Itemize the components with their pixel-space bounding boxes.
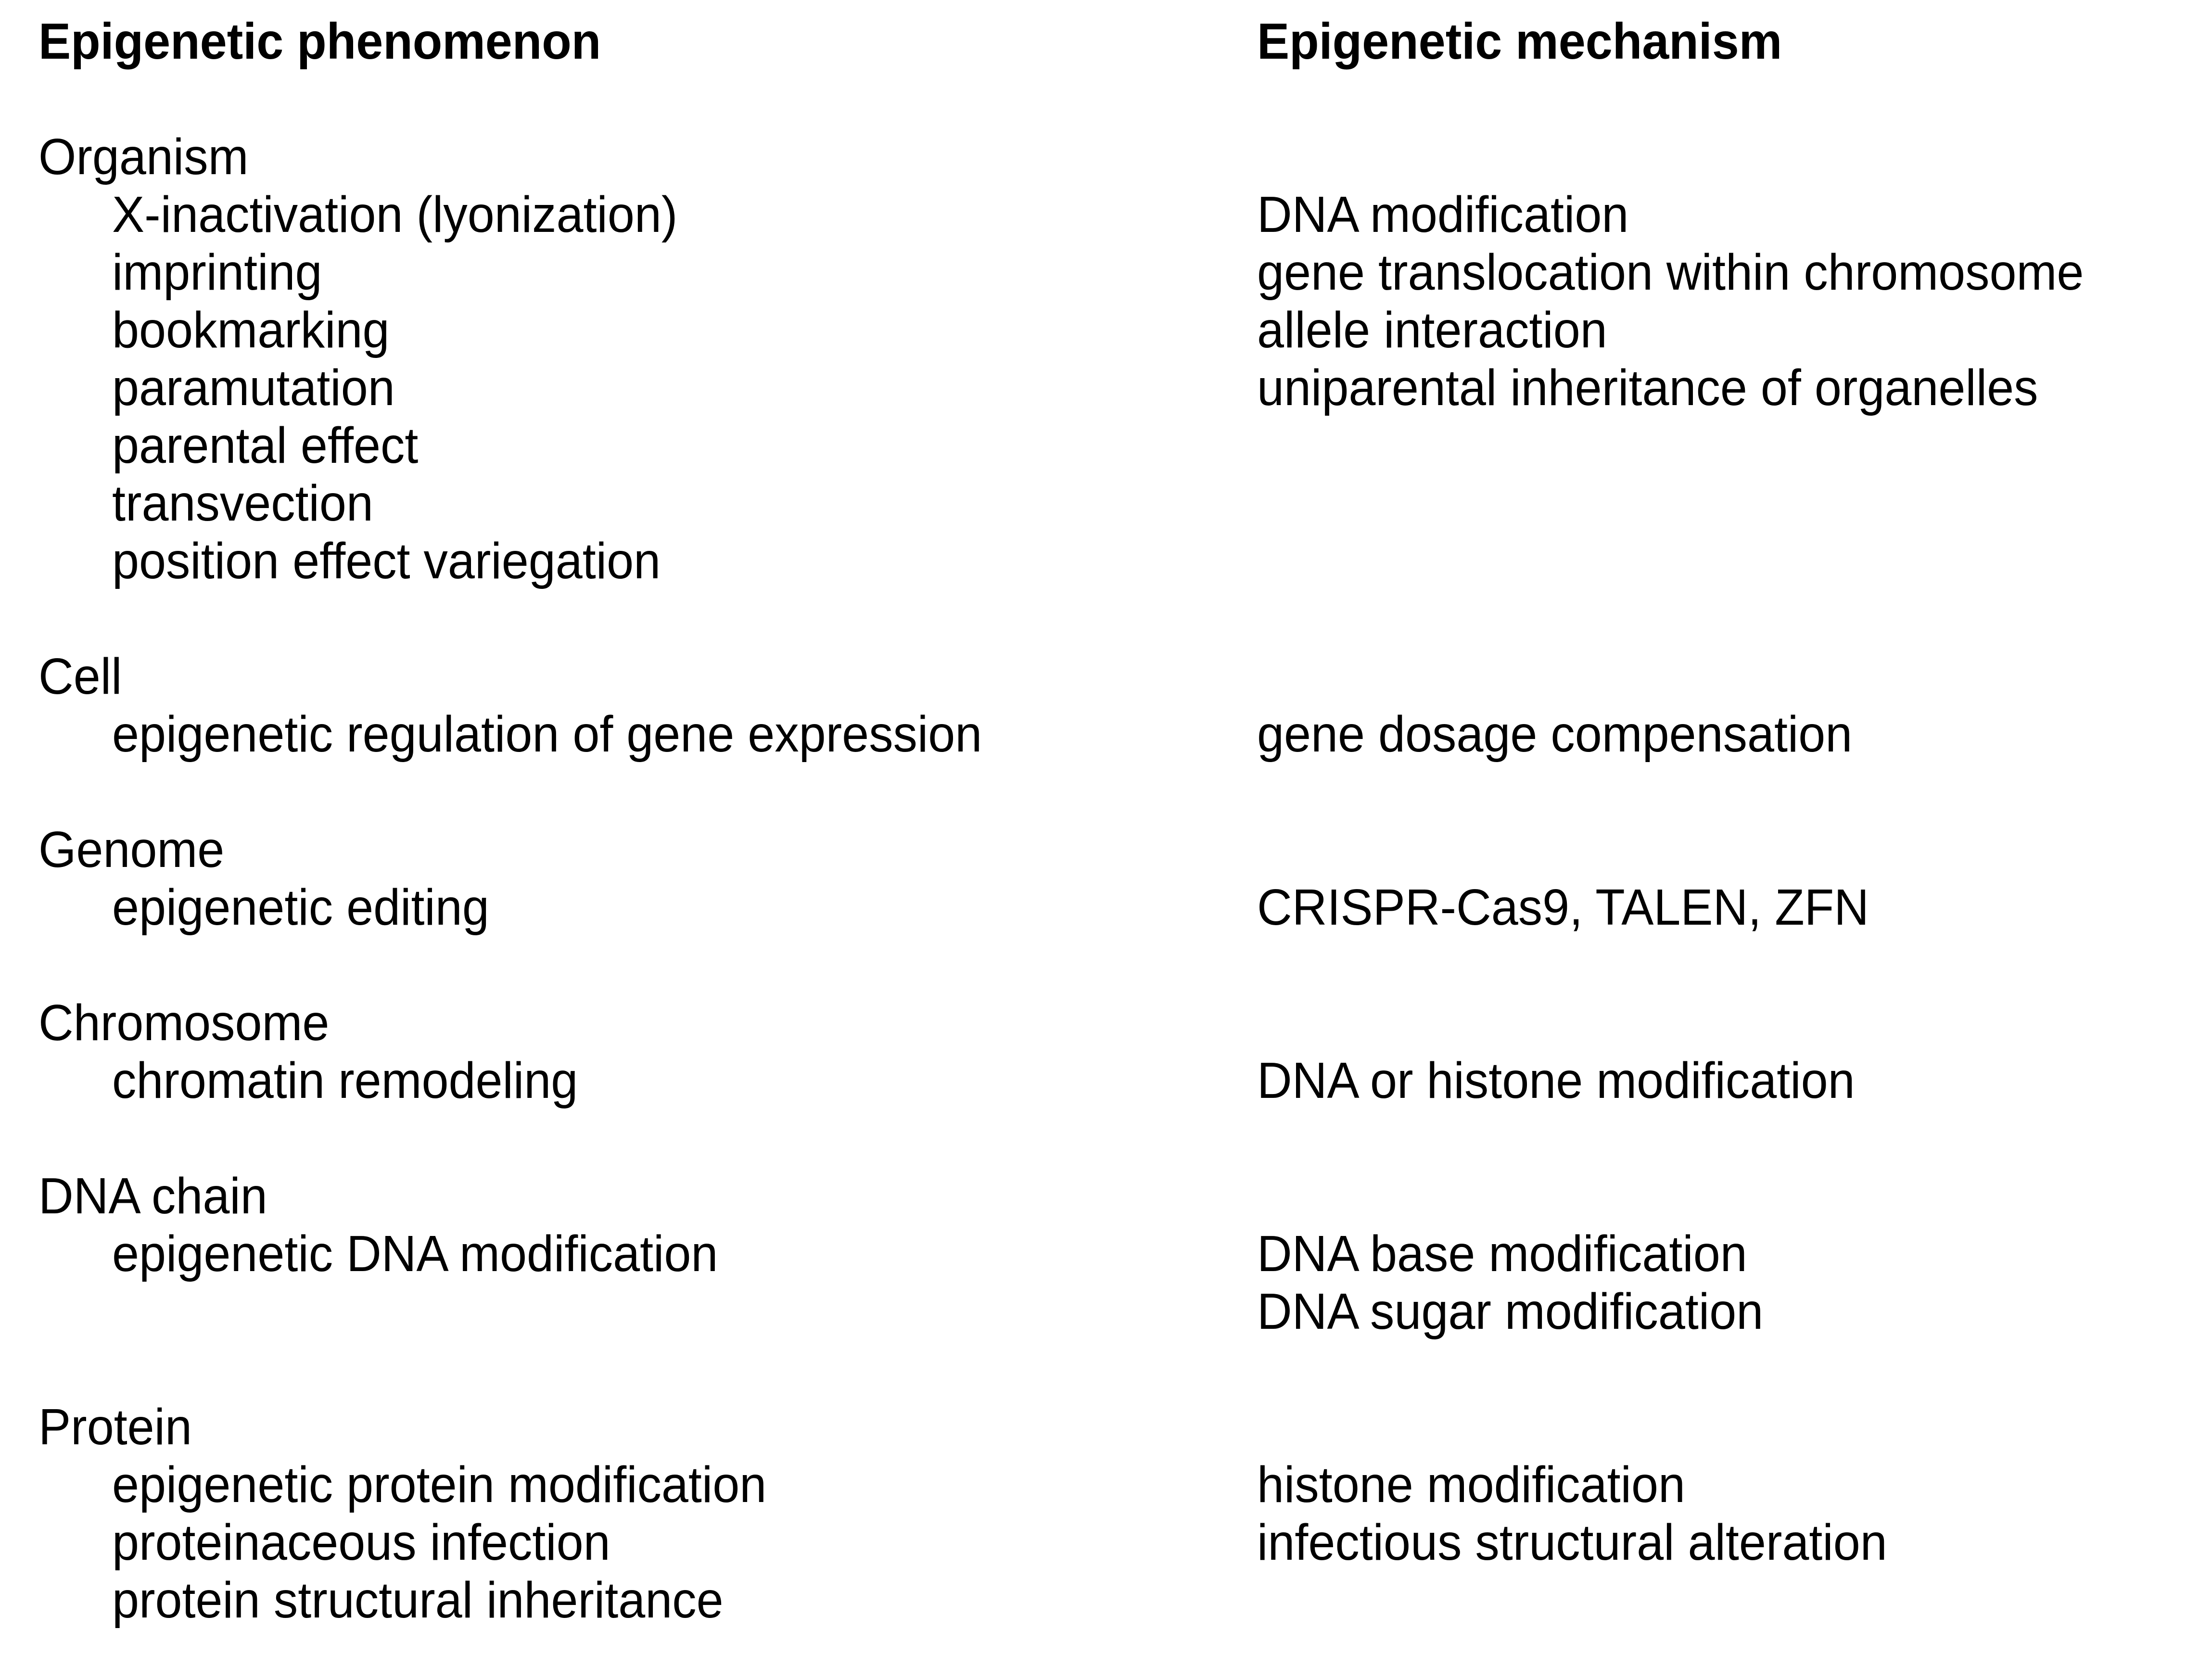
- table-row: Protein: [0, 1398, 2212, 1456]
- phenomenon-item-label: X-inactivation (lyonization): [112, 186, 678, 243]
- table-row: Chromosome: [0, 994, 2212, 1052]
- phenomenon-item: paramutation: [112, 359, 410, 417]
- phenomenon-item: protein structural inheritance: [112, 1571, 755, 1629]
- phenomenon-item-label: protein structural inheritance: [112, 1572, 724, 1629]
- table-row: proteinaceous infection infectious struct…: [0, 1514, 2212, 1571]
- mechanism-item-label: histone modification: [1257, 1456, 1686, 1513]
- phenomenon-category: DNA chain: [38, 1167, 280, 1225]
- phenomenon-category-label: Organism: [38, 128, 249, 185]
- mechanism-item: allele interaction: [1257, 301, 1626, 359]
- table-row: transvection: [0, 474, 2212, 532]
- phenomenon-item-label: epigenetic regulation of gene expression: [112, 706, 982, 763]
- mechanism-item: DNA or histone modification: [1257, 1052, 1886, 1109]
- phenomenon-item-label: parental effect: [112, 417, 419, 474]
- column-header-phenomenon-label: Epigenetic phenomenon: [38, 13, 601, 70]
- phenomenon-category: Genome: [38, 821, 234, 878]
- phenomenon-item: epigenetic regulation of gene expression: [112, 705, 1028, 763]
- phenomenon-item-label: bookmarking: [112, 302, 390, 358]
- phenomenon-item-label: imprinting: [112, 244, 322, 301]
- phenomenon-category-label: Protein: [38, 1399, 192, 1455]
- table-row: epigenetic editing CRISPR-Cas9, TALEN, ZF…: [0, 878, 2212, 936]
- phenomenon-category: Protein: [38, 1398, 200, 1456]
- table-row: parental effect: [0, 417, 2212, 474]
- phenomenon-item-label: epigenetic editing: [112, 879, 489, 936]
- table-row: imprinting gene translocation within chro…: [0, 243, 2212, 301]
- phenomenon-item: imprinting: [112, 243, 333, 301]
- phenomenon-item-label: chromatin remodeling: [112, 1052, 578, 1109]
- mechanism-item-label: DNA base modification: [1257, 1225, 1747, 1282]
- phenomenon-item-label: epigenetic DNA modification: [112, 1225, 718, 1282]
- mechanism-item-label: DNA sugar modification: [1257, 1283, 1764, 1340]
- table-row: Cell: [0, 648, 2212, 705]
- phenomenon-item: transvection: [112, 474, 387, 532]
- table-row: epigenetic DNA modification DNA base modi…: [0, 1225, 2212, 1283]
- mechanism-item: CRISPR-Cas9, TALEN, ZFN: [1257, 878, 1901, 936]
- mechanism-item: histone modification: [1257, 1456, 1708, 1514]
- table-row: paramutation uniparental inheritance of o…: [0, 359, 2212, 417]
- phenomenon-item-label: epigenetic protein modification: [112, 1456, 767, 1513]
- mechanism-item: gene translocation within chromosome: [1257, 243, 2127, 301]
- mechanism-item: DNA modification: [1257, 186, 1648, 243]
- table-row: X-inactivation (lyonization) DNA modifica…: [0, 186, 2212, 243]
- phenomenon-item-label: proteinaceous infection: [112, 1514, 610, 1571]
- table-row: position effect variegation: [0, 532, 2212, 590]
- phenomenon-category: Chromosome: [38, 994, 344, 1052]
- mechanism-item: infectious structural alteration: [1257, 1514, 1920, 1571]
- phenomenon-item: X-inactivation (lyonization): [112, 186, 707, 243]
- phenomenon-item: epigenetic DNA modification: [112, 1225, 750, 1283]
- column-header-mechanism-label: Epigenetic mechanism: [1257, 13, 1782, 70]
- phenomenon-item: parental effect: [112, 417, 434, 474]
- phenomenon-category-label: Genome: [38, 821, 225, 878]
- mechanism-item: DNA base modification: [1257, 1225, 1773, 1283]
- mechanism-item-label: gene dosage compensation: [1257, 706, 1853, 763]
- column-header-mechanism: Epigenetic mechanism: [1257, 13, 1810, 70]
- phenomenon-item: position effect variegation: [112, 532, 689, 590]
- mechanism-item-label: CRISPR-Cas9, TALEN, ZFN: [1257, 879, 1869, 936]
- table-row: epigenetic regulation of gene expression…: [0, 705, 2212, 763]
- mechanism-item-label: gene translocation within chromosome: [1257, 244, 2084, 301]
- table-row: bookmarking allele interaction: [0, 301, 2212, 359]
- phenomenon-item: bookmarking: [112, 301, 404, 359]
- mechanism-item: DNA sugar modification: [1257, 1283, 1790, 1340]
- mechanism-item-label: infectious structural alteration: [1257, 1514, 1887, 1571]
- phenomenon-item: chromatin remodeling: [112, 1052, 602, 1109]
- phenomenon-category-label: DNA chain: [38, 1168, 267, 1224]
- mechanism-item-label: allele interaction: [1257, 302, 1607, 358]
- phenomenon-item-label: transvection: [112, 475, 373, 532]
- table-row: DNA sugar modification: [0, 1283, 2212, 1340]
- mechanism-item-label: uniparental inheritance of organelles: [1257, 359, 2038, 416]
- phenomenon-category-label: Cell: [38, 648, 122, 705]
- table-row: protein structural inheritance: [0, 1571, 2212, 1629]
- phenomenon-category: Organism: [38, 128, 259, 186]
- phenomenon-category-label: Chromosome: [38, 994, 330, 1051]
- table-row: Genome: [0, 821, 2212, 878]
- mechanism-item: gene dosage compensation: [1257, 705, 1883, 763]
- phenomenon-item: proteinaceous infection: [112, 1514, 636, 1571]
- column-header-phenomenon: Epigenetic phenomenon: [38, 13, 631, 70]
- mechanism-item-label: DNA modification: [1257, 186, 1629, 243]
- mechanism-item-label: DNA or histone modification: [1257, 1052, 1855, 1109]
- phenomenon-item: epigenetic protein modification: [112, 1456, 801, 1514]
- table-row: epigenetic protein modification histone m…: [0, 1456, 2212, 1514]
- mechanism-item: uniparental inheritance of organelles: [1257, 359, 2079, 417]
- table-row: Organism: [0, 128, 2212, 186]
- phenomenon-item-label: paramutation: [112, 359, 395, 416]
- table-row: chromatin remodeling DNA or histone modif…: [0, 1052, 2212, 1109]
- phenomenon-item: epigenetic editing: [112, 878, 509, 936]
- phenomenon-item-label: position effect variegation: [112, 533, 661, 589]
- table-row: DNA chain: [0, 1167, 2212, 1225]
- phenomenon-category: Cell: [38, 648, 127, 705]
